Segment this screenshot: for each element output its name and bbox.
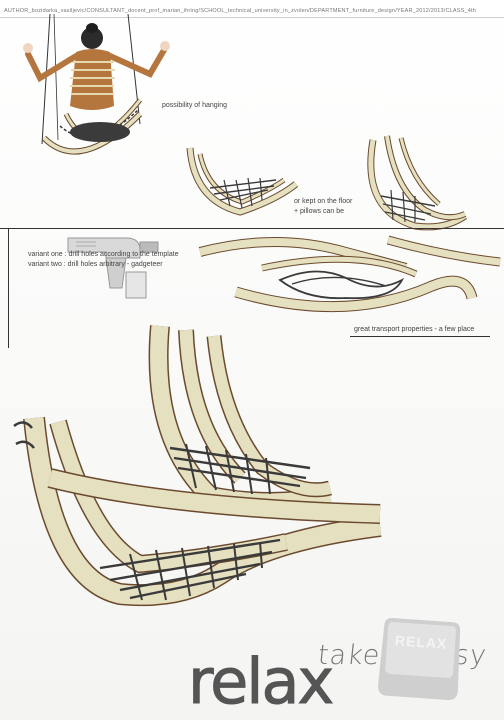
relax-logo-lettering: relax <box>188 645 335 719</box>
relax-logo: relax <box>188 645 378 719</box>
caption-transport: great transport properties - a few place <box>354 326 475 333</box>
keycap-shape <box>378 617 461 701</box>
section-rule-top <box>0 228 504 229</box>
section-rule-bottom <box>350 336 490 337</box>
caption-variant-one: variant one : drill holes according to t… <box>28 251 179 258</box>
credits-text: AUTHOR_bozidarka_vasiljevic/CONSULTANT_d… <box>4 8 477 14</box>
caption-variant-two: variant two : drill holes arbitrary - ga… <box>28 261 163 268</box>
side-chair-illustration <box>367 135 468 231</box>
caption-hanging: possibility of hanging <box>162 102 227 109</box>
section-rule-side <box>8 228 9 348</box>
main-chair-illustration <box>13 325 382 607</box>
flat-pack-illustration <box>198 235 501 313</box>
hanging-swing-illustration <box>23 13 170 155</box>
credits-bar: AUTHOR_bozidarka_vasiljevic/CONSULTANT_d… <box>0 0 504 18</box>
floor-chair-illustration <box>186 147 299 216</box>
svg-text:relax: relax <box>188 645 332 718</box>
drill-icon <box>67 237 159 299</box>
relax-keycap: RELAX <box>375 615 465 703</box>
caption-floor-line2: + pillows can be <box>294 208 345 215</box>
caption-floor-line1: or kept on the floor <box>294 198 353 205</box>
